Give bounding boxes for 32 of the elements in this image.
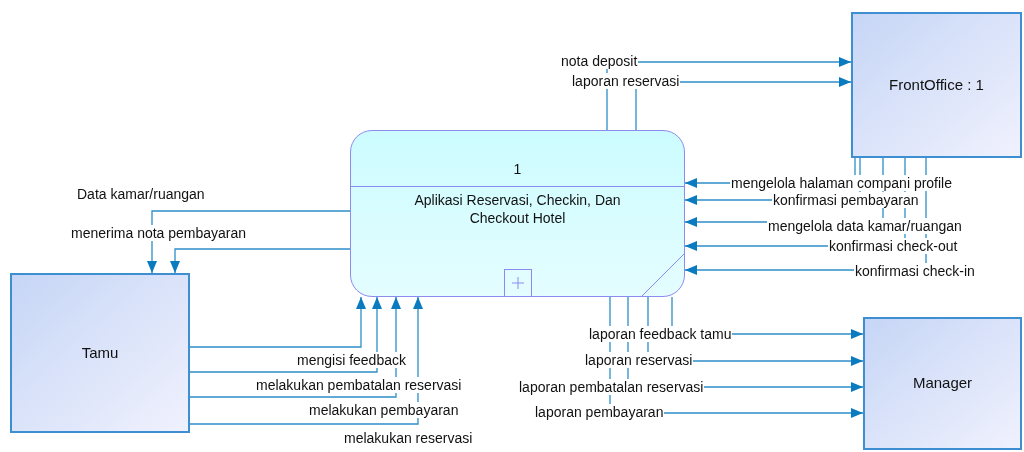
edge-label: nota deposit: [560, 53, 639, 69]
edge-label: konfirmasi check-out: [828, 238, 959, 254]
arrow: [170, 248, 351, 274]
edge-label: laporan reservasi: [571, 73, 681, 89]
entity-label: Manager: [912, 373, 973, 394]
edge-label: menerima nota pembayaran: [70, 225, 248, 241]
arrow: [147, 210, 351, 274]
external-entity-box: [10, 273, 190, 433]
process-box: [350, 130, 685, 297]
external-entity-box: [863, 317, 1022, 450]
edge-label: Data kamar/ruangan: [76, 186, 206, 202]
process-label: Aplikasi Reservasi, Checkin, Dan Checkout Hotel: [413, 191, 622, 227]
process-number: 1: [513, 160, 522, 179]
edge-label: mengelola halaman compani profile: [730, 175, 954, 191]
arrow: [189, 296, 401, 398]
external-entity-box: [851, 12, 1022, 158]
edge-label: laporan pembayaran: [534, 404, 665, 420]
edge-label: konfirmasi check-in: [854, 263, 976, 279]
edge-label: laporan reservasi: [584, 352, 694, 368]
edge-label: mengelola data kamar/ruangan: [767, 218, 963, 234]
edge-label: melakukan pembatalan reservasi: [255, 377, 463, 393]
edge-label: melakukan pembayaran: [308, 402, 460, 418]
arrow: [189, 296, 366, 348]
edge-label: laporan feedback tamu: [588, 326, 733, 342]
edge-label: mengisi feedback: [296, 352, 407, 368]
entity-label: FrontOffice : 1: [889, 74, 984, 95]
entity-label: Tamu: [81, 342, 119, 363]
edge-label: konfirmasi pembayaran: [772, 192, 920, 208]
edge-label: laporan pembatalan reservasi: [518, 379, 705, 395]
edge-label: melakukan reservasi: [343, 430, 474, 446]
arrow: [189, 296, 382, 373]
arrow: [189, 296, 423, 425]
